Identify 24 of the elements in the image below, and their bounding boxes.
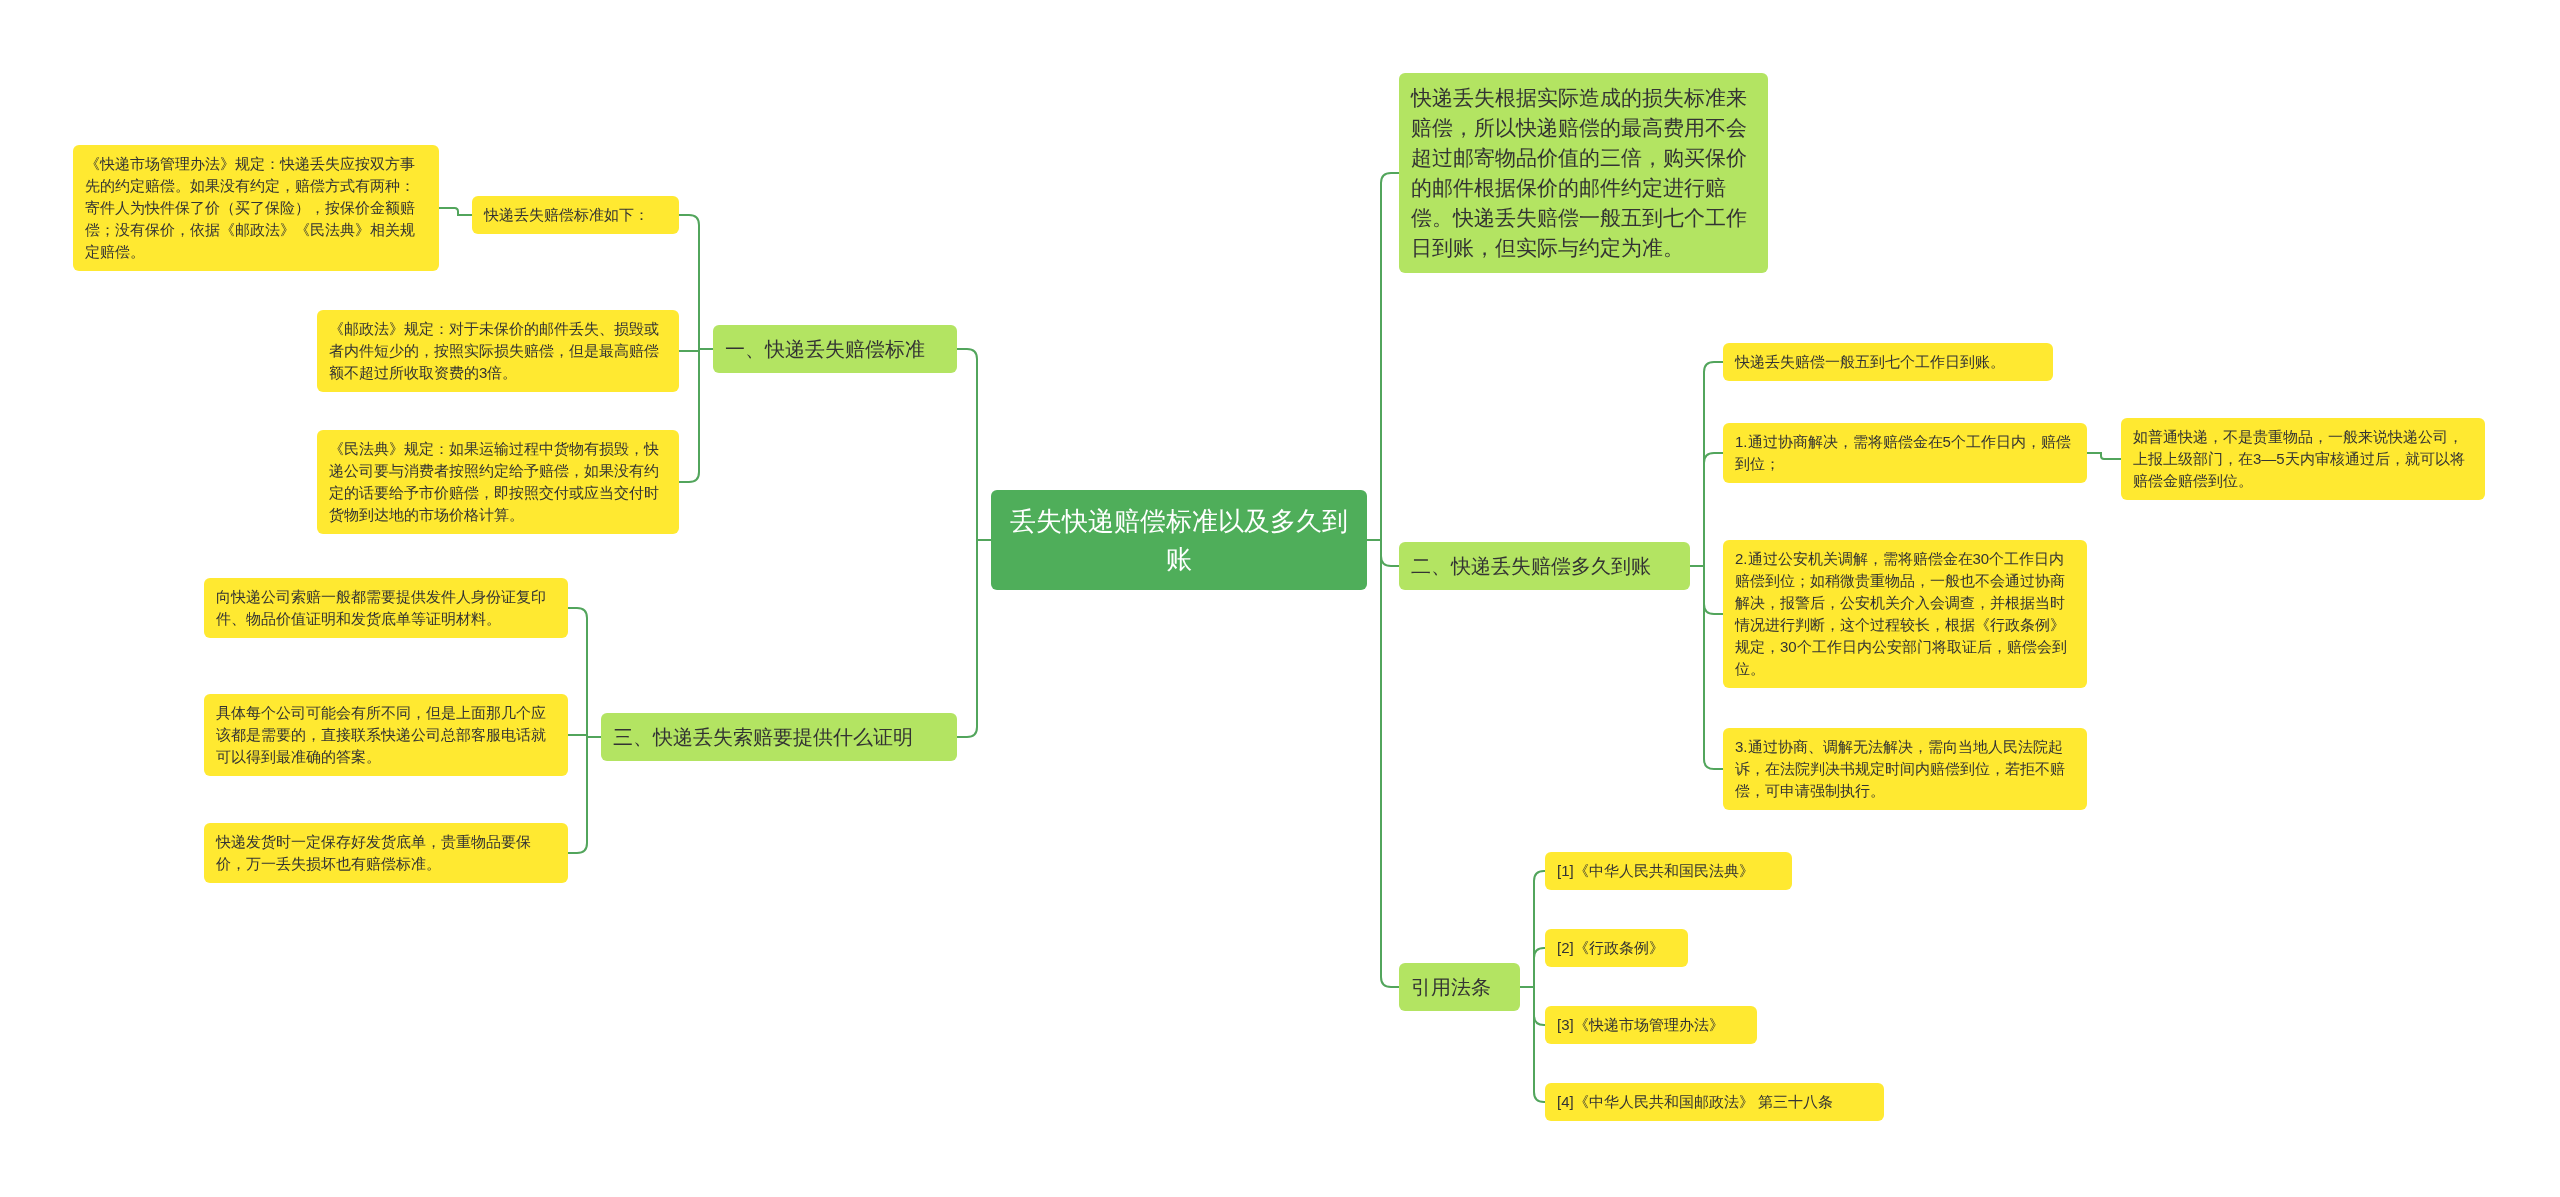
connector-line [2086,452,2122,460]
branch-topic: 快递丢失根据实际造成的损失标准来赔偿，所以快递赔偿的最高费用不会超过邮寄物品价值的三倍，购买保价的邮件根据保价的邮件约定进行赔偿。快递丢失赔偿一般五到七个工作日到账，但实际与约定为准。 [1399,73,1768,273]
branch-topic: 三、快递丢失索赔要提供什么证明 [601,713,957,761]
root-topic: 丢失快递赔偿标准以及多久到账 [991,490,1367,590]
leaf-topic: 《邮政法》规定：对于未保价的邮件丢失、损毁或者内件短少的，按照实际损失赔偿，但是最高赔偿额不超过所收取资费的3倍。 [317,310,679,392]
leaf-topic: 快递发货时一定保存好发货底单，贵重物品要保价，万一丢失损坏也有赔偿标准。 [204,823,568,883]
branch-topic: 引用法条 [1399,963,1520,1011]
leaf-topic: 2.通过公安机关调解，需将赔偿金在30个工作日内赔偿到位；如稍微贵重物品，一般也不会通过协商解决，报警后，公安机关介入会调查，并根据当时情况进行判断，这个过程较长，根据《行政条例》规定，30个工作日内公安部门将取证后，赔偿会到位。 [1723,540,2087,688]
branch-topic: 一、快递丢失赔偿标准 [713,325,957,373]
leaf-topic: [3]《快递市场管理办法》 [1545,1006,1757,1044]
connector-line [438,207,473,216]
leaf-topic: 《快递市场管理办法》规定：快递丢失应按双方事先的约定赔偿。如果没有约定，赔偿方式有两种：寄件人为快件保了价（买了保险），按保价金额赔偿；没有保价，依据《邮政法》《民法典》相关规定赔偿。 [73,145,439,271]
leaf-topic: 向快递公司索赔一般都需要提供发件人身份证复印件、物品价值证明和发货底单等证明材料。 [204,578,568,638]
leaf-topic: [4]《中华人民共和国邮政法》 第三十八条 [1545,1083,1884,1121]
leaf-topic: [1]《中华人民共和国民法典》 [1545,852,1792,890]
leaf-topic: 具体每个公司可能会有所不同，但是上面那几个应该都是需要的，直接联系快递公司总部客服电话就可以得到最准确的答案。 [204,694,568,776]
leaf-topic: 1.通过协商解决，需将赔偿金在5个工作日内，赔偿到位； [1723,423,2087,483]
branch-topic: 二、快递丢失赔偿多久到账 [1399,542,1690,590]
leaf-topic: 3.通过协商、调解无法解决，需向当地人民法院起诉，在法院判决书规定时间内赔偿到位，若拒不赔偿，可申请强制执行。 [1723,728,2087,810]
leaf-topic: 如普通快递，不是贵重物品，一般来说快递公司，上报上级部门，在3—5天内审核通过后，就可以将赔偿金赔偿到位。 [2121,418,2485,500]
leaf-topic: [2]《行政条例》 [1545,929,1688,967]
leaf-topic: 快递丢失赔偿标准如下： [472,196,679,234]
leaf-topic: 快递丢失赔偿一般五到七个工作日到账。 [1723,343,2053,381]
leaf-topic: 《民法典》规定：如果运输过程中货物有损毁，快递公司要与消费者按照约定给予赔偿，如果没有约定的话要给予市价赔偿，即按照交付或应当交付时货物到达地的市场价格计算。 [317,430,679,534]
